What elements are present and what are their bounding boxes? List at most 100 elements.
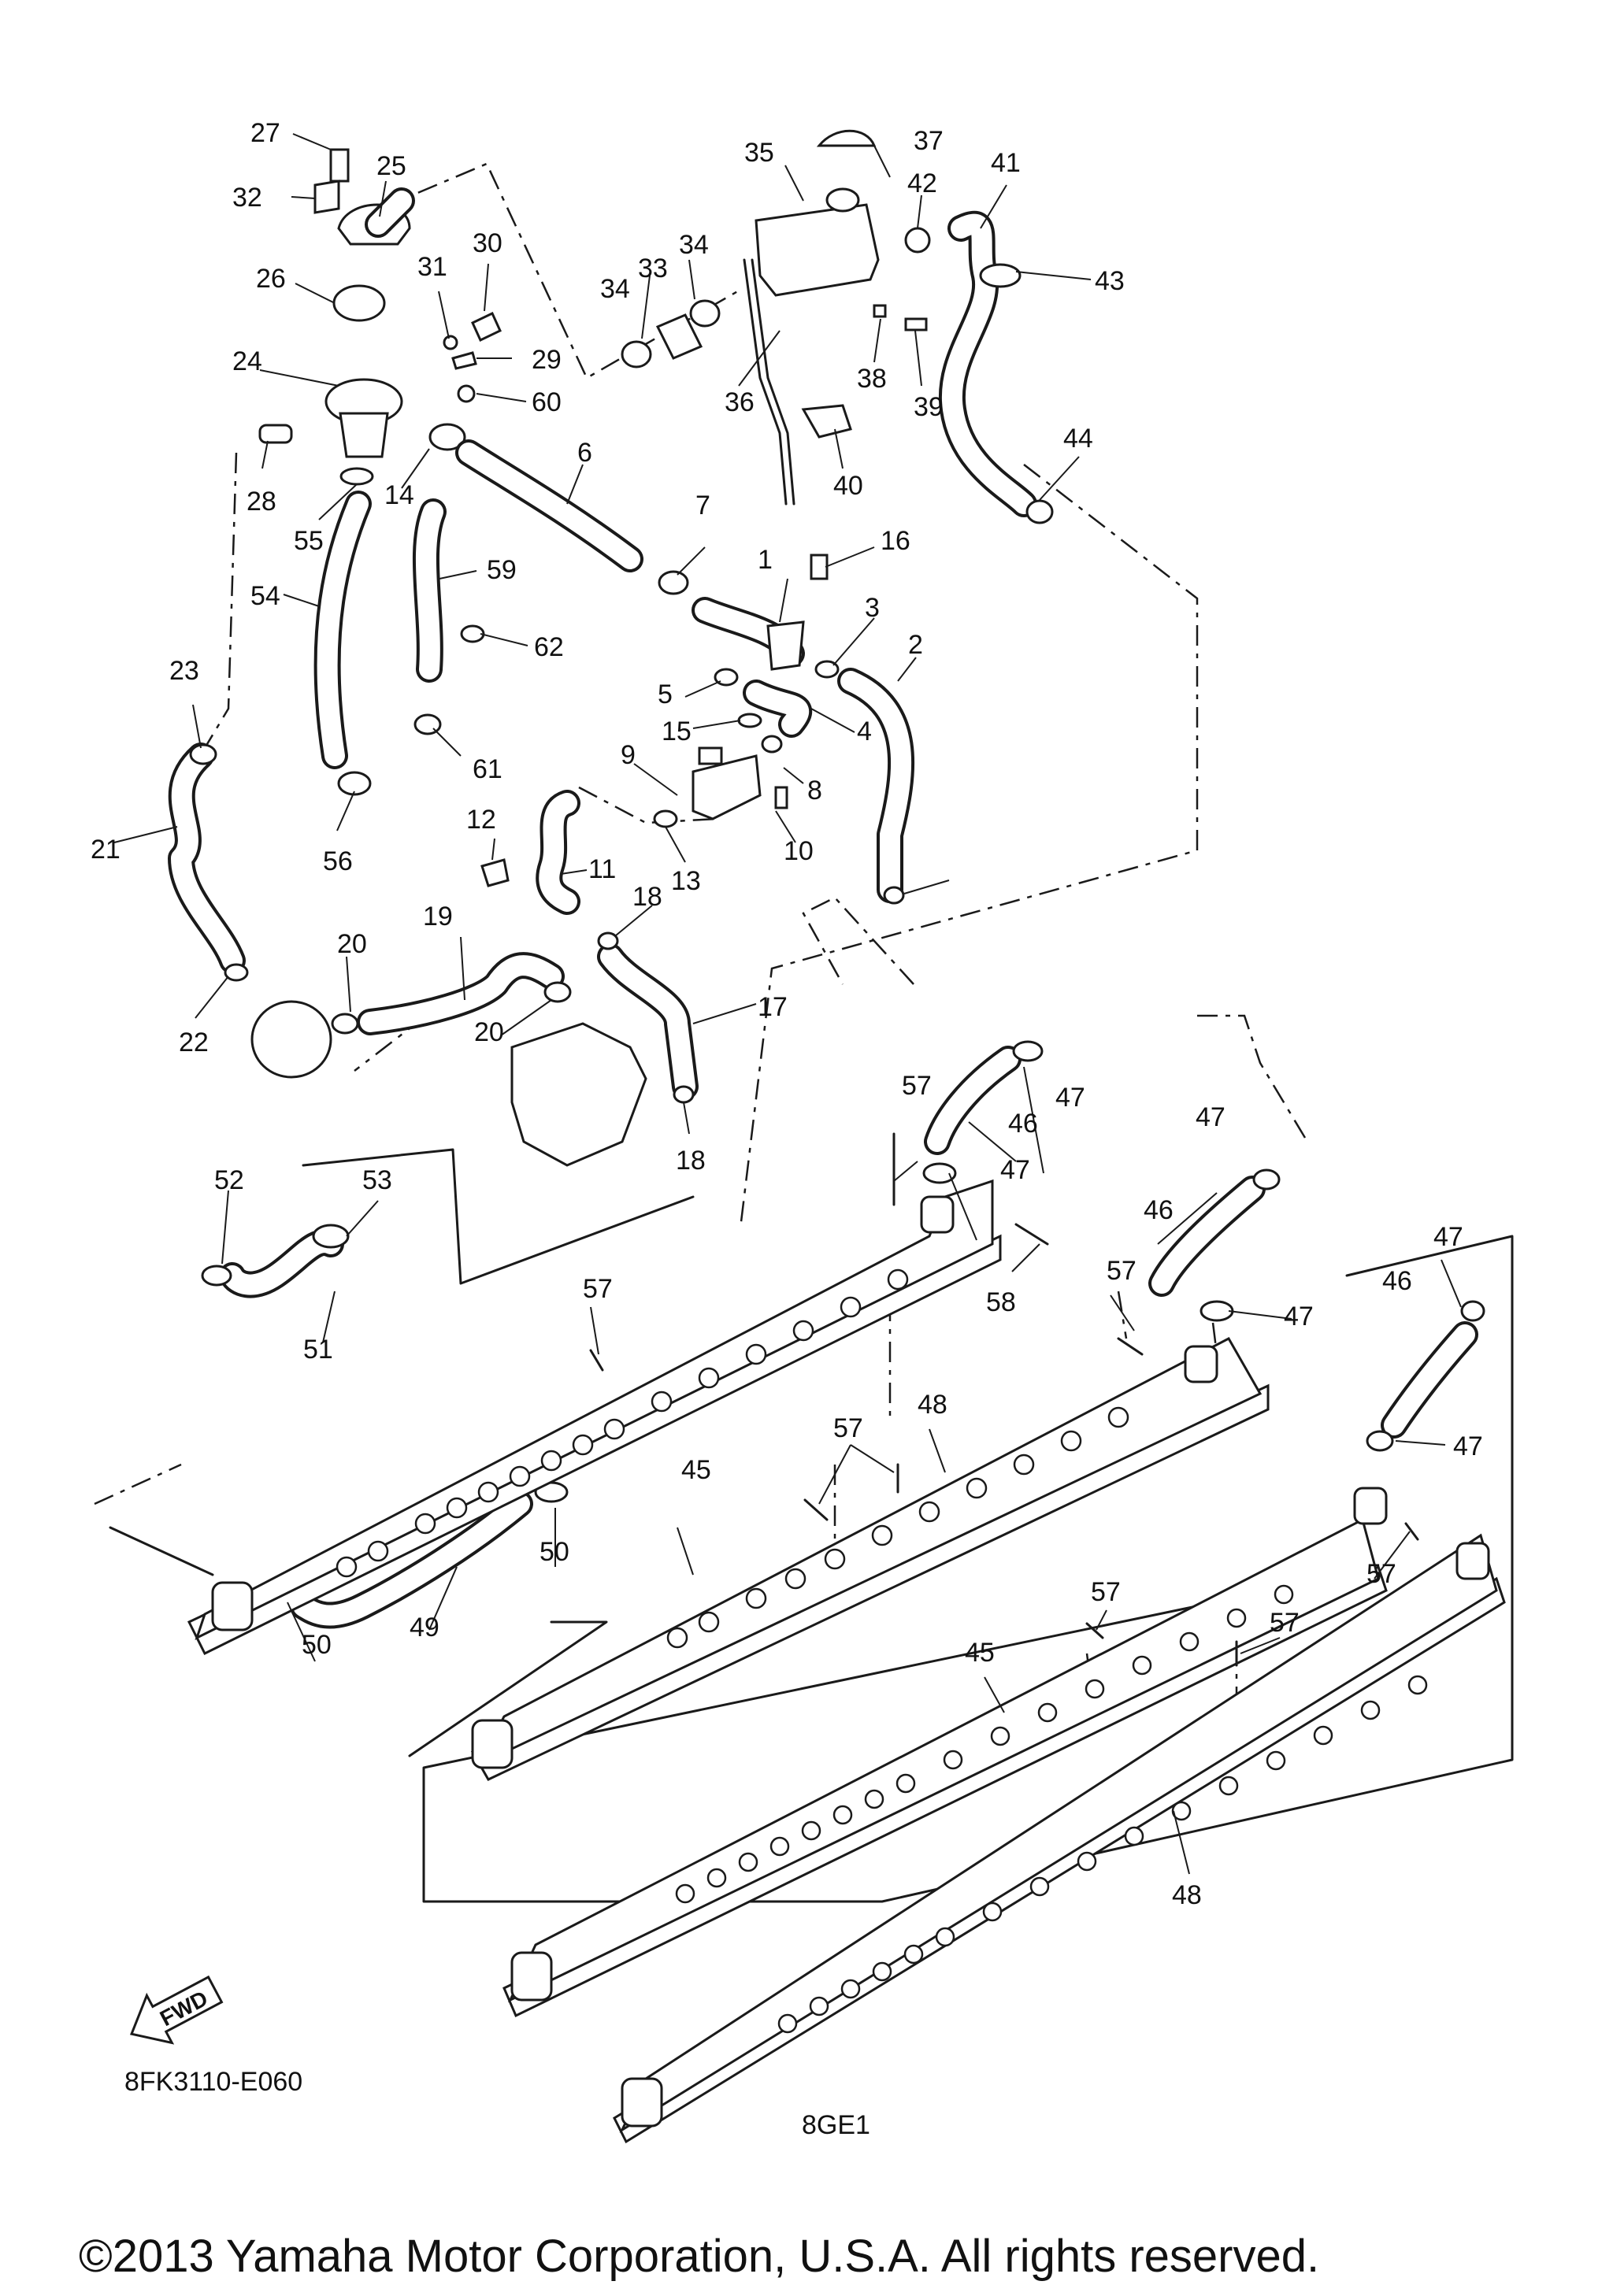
callout-47-f: 47 [1453, 1431, 1483, 1461]
clamp-47-e [1460, 1300, 1485, 1322]
clamp-34-left [621, 340, 652, 368]
callout-56: 56 [323, 846, 353, 876]
clamp-43 [979, 263, 1022, 288]
clamp-34-right [689, 299, 721, 328]
heat-exchanger-upper-right [470, 1337, 1270, 1781]
callout-39: 39 [914, 392, 944, 422]
clamp-56 [337, 771, 372, 796]
callout-4: 4 [857, 717, 872, 746]
clamp-18-upper [597, 931, 619, 950]
callout-57-a: 57 [902, 1071, 932, 1101]
callout-45: 45 [681, 1455, 711, 1485]
callout-44: 44 [1063, 424, 1093, 454]
callout-48-lower: 48 [1172, 1880, 1202, 1910]
callout-9: 9 [621, 740, 636, 770]
callout-52: 52 [214, 1165, 244, 1195]
fitting-1 [766, 620, 805, 671]
callout-62: 62 [534, 632, 564, 662]
callout-3: 3 [865, 593, 880, 623]
callout-12: 12 [466, 805, 496, 835]
callout-7: 7 [695, 491, 710, 520]
callout-30: 30 [473, 228, 502, 258]
callout-35: 35 [744, 138, 774, 168]
clamp-52 [201, 1265, 232, 1287]
callout-6: 6 [577, 438, 592, 468]
diagram-code: 8FK3110-E060 [124, 2067, 302, 2097]
callout-18: 18 [632, 882, 662, 912]
callout-57-e: 57 [1091, 1577, 1121, 1607]
callout-54: 54 [250, 581, 280, 611]
callout-21: 21 [91, 835, 121, 865]
clamp-47-b [922, 1162, 957, 1184]
callout-25: 25 [376, 151, 406, 181]
callout-58: 58 [986, 1287, 1016, 1317]
callout-46-mid: 46 [1144, 1195, 1174, 1225]
callout-60: 60 [532, 387, 562, 417]
reservoir-assembly [621, 129, 1054, 524]
heat-exchanger-upper-left [187, 1179, 1002, 1656]
plug-28 [258, 424, 293, 444]
callout-34: 34 [600, 274, 630, 304]
bolt-27 [329, 148, 350, 183]
anode-pins [589, 1132, 1419, 1667]
clamp-8 [761, 735, 783, 754]
callout-57-f: 57 [1366, 1559, 1396, 1589]
clamp-20-right [543, 981, 572, 1003]
water-pump-housing [510, 1022, 647, 1167]
callout-20: 20 [337, 929, 367, 959]
clamp-40 [801, 404, 852, 439]
valve-assembly [480, 554, 915, 915]
callout-19: 19 [423, 902, 453, 931]
bolt-10 [774, 786, 788, 809]
callout-57-c: 57 [583, 1274, 613, 1304]
callout-8: 8 [807, 776, 822, 805]
bolt-16 [810, 554, 829, 580]
callout-5: 5 [658, 680, 673, 709]
clamp-47-c [1252, 1168, 1281, 1191]
callout-33: 33 [638, 254, 668, 283]
clamp-42 [904, 227, 931, 254]
cap-9 [698, 746, 723, 765]
callout-47-c: 47 [1196, 1102, 1226, 1132]
callout-29: 29 [532, 345, 562, 375]
clamp-3-upper [814, 660, 840, 679]
callout-55: 55 [294, 526, 324, 556]
grommet-38 [873, 304, 887, 318]
pump-assembly [250, 931, 699, 1167]
lower-hoses [201, 1040, 1485, 1629]
heat-exchanger-lower-right [613, 1533, 1506, 2144]
clamp-3-lower [883, 886, 905, 905]
callout-2: 2 [908, 630, 923, 660]
callout-53: 53 [362, 1165, 392, 1195]
callout-28: 28 [247, 487, 276, 517]
callout-47-a: 47 [1055, 1083, 1085, 1113]
callout-46-right: 46 [1382, 1266, 1412, 1296]
callout-40: 40 [833, 471, 863, 501]
upper-hoses [168, 439, 689, 982]
clamp-60 [457, 384, 476, 403]
hose-33 [655, 313, 703, 360]
callout-32: 32 [232, 183, 262, 213]
cap-37 [816, 129, 877, 147]
callout-48: 48 [918, 1390, 947, 1420]
clamp-13 [653, 809, 678, 828]
callout-50-left: 50 [302, 1630, 332, 1660]
callout-47-d: 47 [1284, 1302, 1314, 1331]
clamp-47-f [1366, 1430, 1394, 1452]
callout-16: 16 [881, 526, 910, 556]
callout-50: 50 [540, 1537, 569, 1567]
callout-14: 14 [384, 480, 414, 510]
fitting-29 [451, 351, 477, 370]
clamp-20-left [331, 1013, 359, 1035]
heat-exchanger-lower-left [502, 1487, 1388, 2018]
callout-labels: 1 2 3 4 5 6 7 8 9 10 11 12 13 14 15 16 1… [91, 118, 1483, 1910]
callout-13: 13 [671, 866, 701, 896]
callout-15: 15 [662, 717, 692, 746]
callout-59: 59 [487, 555, 517, 585]
callout-57-b: 57 [1107, 1256, 1137, 1286]
copyright-notice: ©2013 Yamaha Motor Corporation, U.S.A. A… [79, 2231, 1319, 2282]
thermostat-housing-assembly [258, 148, 502, 486]
clamp-47-d [1200, 1300, 1234, 1322]
clamp-23 [189, 743, 217, 765]
callout-23: 23 [169, 656, 199, 686]
